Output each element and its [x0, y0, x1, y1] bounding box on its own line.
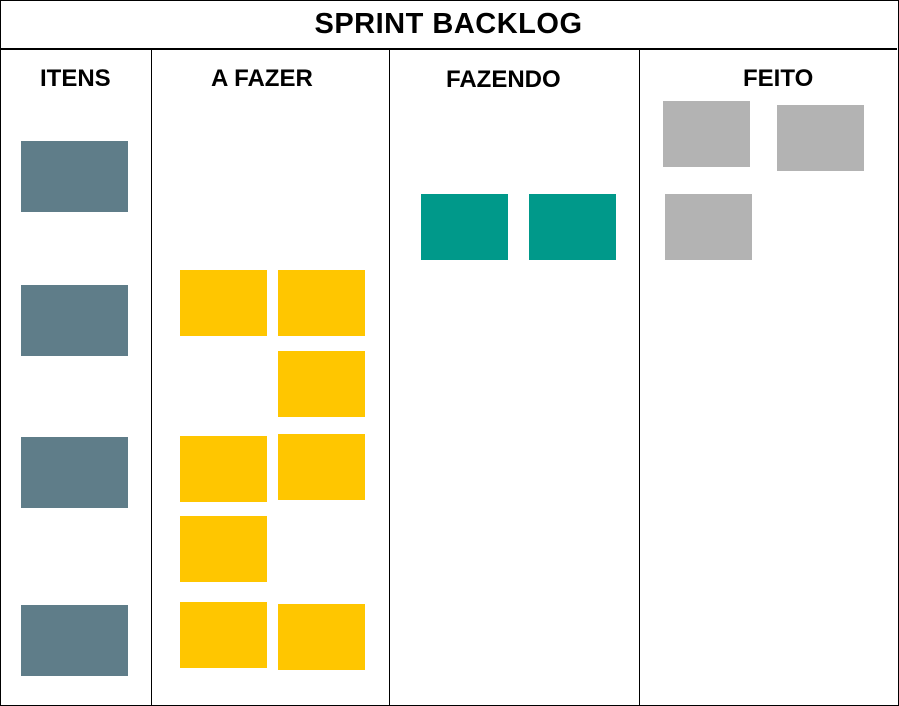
column-divider: [639, 49, 640, 705]
column-heading-a-fazer: A FAZER: [211, 65, 313, 92]
a-fazer-card[interactable]: [278, 351, 365, 417]
a-fazer-card[interactable]: [278, 604, 365, 670]
a-fazer-card[interactable]: [180, 436, 267, 502]
column-divider: [151, 49, 152, 705]
a-fazer-card[interactable]: [180, 516, 267, 582]
feito-card[interactable]: [663, 101, 750, 167]
board-title-bar: SPRINT BACKLOG: [0, 0, 897, 50]
column-heading-itens: ITENS: [40, 65, 111, 92]
column-heading-fazendo: FAZENDO: [446, 66, 561, 93]
a-fazer-card[interactable]: [278, 434, 365, 500]
itens-card[interactable]: [21, 437, 128, 508]
itens-card[interactable]: [21, 285, 128, 356]
a-fazer-card[interactable]: [278, 270, 365, 336]
a-fazer-card[interactable]: [180, 602, 267, 668]
itens-card[interactable]: [21, 141, 128, 212]
fazendo-card[interactable]: [421, 194, 508, 260]
feito-card[interactable]: [777, 105, 864, 171]
column-heading-feito: FEITO: [743, 65, 814, 92]
column-divider: [389, 49, 390, 705]
board-title: SPRINT BACKLOG: [314, 7, 583, 40]
fazendo-card[interactable]: [529, 194, 616, 260]
itens-card[interactable]: [21, 605, 128, 676]
feito-card[interactable]: [665, 194, 752, 260]
a-fazer-card[interactable]: [180, 270, 267, 336]
